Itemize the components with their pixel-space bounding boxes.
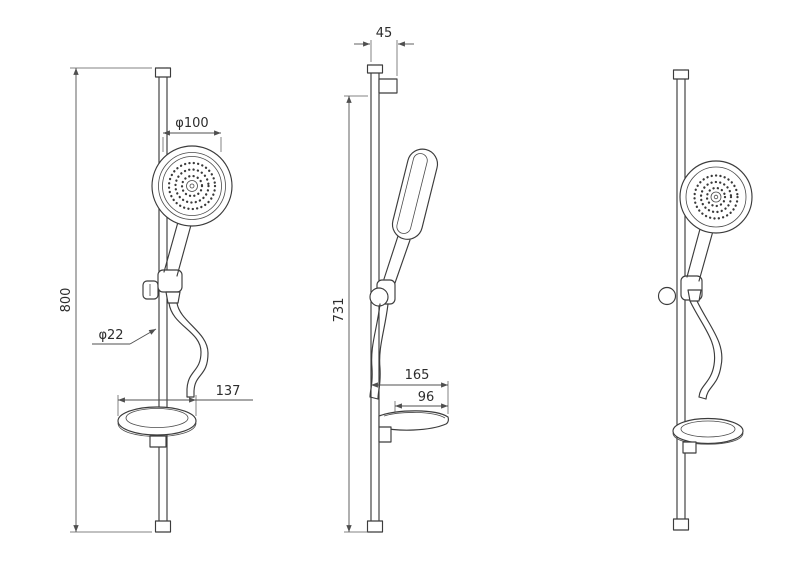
spray-nozzle-ring <box>699 180 733 214</box>
dish-bracket <box>149 435 167 448</box>
hand-shower-side <box>383 148 439 284</box>
side-view: 45 731 165 96 <box>332 26 449 533</box>
dish-bracket-angled <box>682 441 697 454</box>
front-view: 800 φ100 φ22 137 <box>59 67 253 533</box>
shower-hose-front <box>168 302 209 398</box>
hose-connector <box>165 291 181 304</box>
hand-shower-front <box>151 145 233 304</box>
dim-label-phi100: φ100 <box>175 116 208 131</box>
dim-head-diameter: φ100 <box>162 116 222 152</box>
soap-dish-angled <box>672 417 744 454</box>
spray-nozzle-ring <box>693 174 739 220</box>
dim-dish-depth: 165 <box>370 368 449 414</box>
bar-bottom-mount <box>154 520 172 533</box>
angled-view <box>657 69 753 531</box>
wall-bracket-side <box>378 78 398 94</box>
dim-bar-diameter: φ22 <box>92 328 157 345</box>
bar-bottom-mount-angled <box>672 518 690 531</box>
dim-label-165: 165 <box>405 368 430 383</box>
hand-shower-angled <box>679 160 753 302</box>
dim-dish-width: 137 <box>117 384 253 416</box>
slider-bracket-front <box>142 269 183 300</box>
dim-label-96: 96 <box>418 390 435 405</box>
dim-label-731: 731 <box>332 298 347 323</box>
dim-bar-height: 731 <box>332 95 368 533</box>
spray-nozzle-ring <box>705 186 727 208</box>
dim-overall-height: 800 <box>59 67 152 533</box>
shower-hose-side <box>369 303 389 400</box>
dim-wall-offset: 45 <box>354 26 414 76</box>
slider-knob-angled <box>657 286 677 306</box>
shower-head-outline-angled <box>679 160 753 234</box>
slider-knob-side <box>369 287 389 307</box>
bar-top-mount-angled <box>672 69 690 80</box>
dim-label-137: 137 <box>216 384 241 399</box>
soap-dish-front <box>117 406 197 448</box>
bar-bottom-cap-side <box>366 520 384 533</box>
slider-bracket-side <box>369 279 396 307</box>
shower-head-outline <box>151 145 233 227</box>
bar-top-cap-side <box>366 64 384 74</box>
spray-nozzle-ring <box>180 174 204 198</box>
bar-top-mount <box>154 67 172 78</box>
hose-connector-angled <box>687 289 702 302</box>
dish-bracket-side <box>378 426 392 443</box>
dim-dish-inner: 96 <box>394 390 449 412</box>
spray-nozzle-ring <box>167 161 217 211</box>
dim-label-800: 800 <box>59 288 74 313</box>
dim-label-phi22: φ22 <box>98 328 123 343</box>
spray-nozzle-ring <box>174 168 210 204</box>
shower-hose-angled <box>689 300 723 400</box>
soap-dish-side <box>378 410 449 443</box>
dim-label-45: 45 <box>376 26 393 41</box>
